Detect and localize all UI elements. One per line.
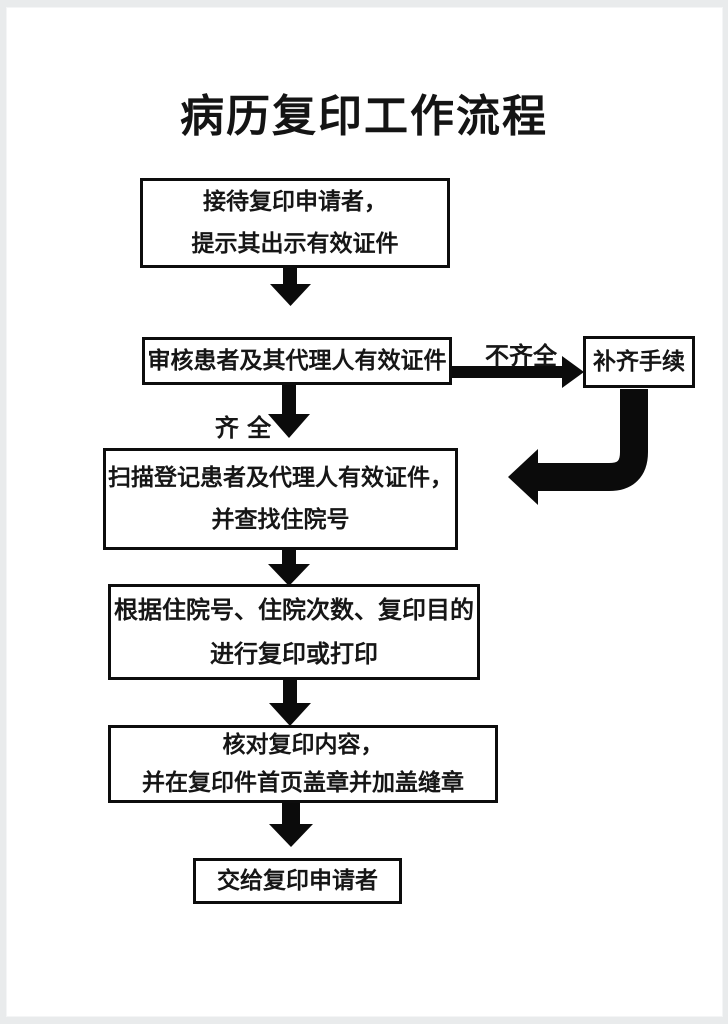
flow-node-verify-stamp: 核对复印内容， 并在复印件首页盖章并加盖缝章 — [108, 725, 498, 803]
node-text-line: 审核患者及其代理人有效证件 — [147, 347, 447, 374]
node-text-line: 补齐手续 — [593, 348, 685, 375]
node-text-line: 进行复印或打印 — [210, 639, 378, 668]
node-text-line: 接待复印申请者， — [203, 188, 387, 215]
node-text-line: 根据住院号、住院次数、复印目的 — [114, 595, 474, 624]
node-text-line: 并在复印件首页盖章并加盖缝章 — [142, 769, 464, 796]
edge-label-complete: 齐 全 — [214, 413, 272, 442]
node-text-line: 扫描登记患者及代理人有效证件， — [108, 464, 453, 491]
flow-node-copy-print: 根据住院号、住院次数、复印目的 进行复印或打印 — [108, 584, 480, 680]
flow-node-review: 审核患者及其代理人有效证件 — [142, 337, 452, 385]
node-text-line: 并查找住院号 — [211, 506, 350, 533]
flow-node-deliver: 交给复印申请者 — [193, 858, 402, 904]
node-text-line: 核对复印内容， — [222, 731, 384, 758]
node-text-line: 交给复印申请者 — [217, 867, 378, 894]
flow-node-reception: 接待复印申请者， 提示其出示有效证件 — [140, 178, 450, 268]
page-title: 病历复印工作流程 — [180, 91, 548, 142]
flow-node-scan-register: 扫描登记患者及代理人有效证件， 并查找住院号 — [103, 448, 458, 550]
edge-label-incomplete: 不齐全 — [485, 341, 557, 370]
flow-node-supplement: 补齐手续 — [583, 336, 695, 388]
node-text-line: 提示其出示有效证件 — [191, 230, 399, 257]
